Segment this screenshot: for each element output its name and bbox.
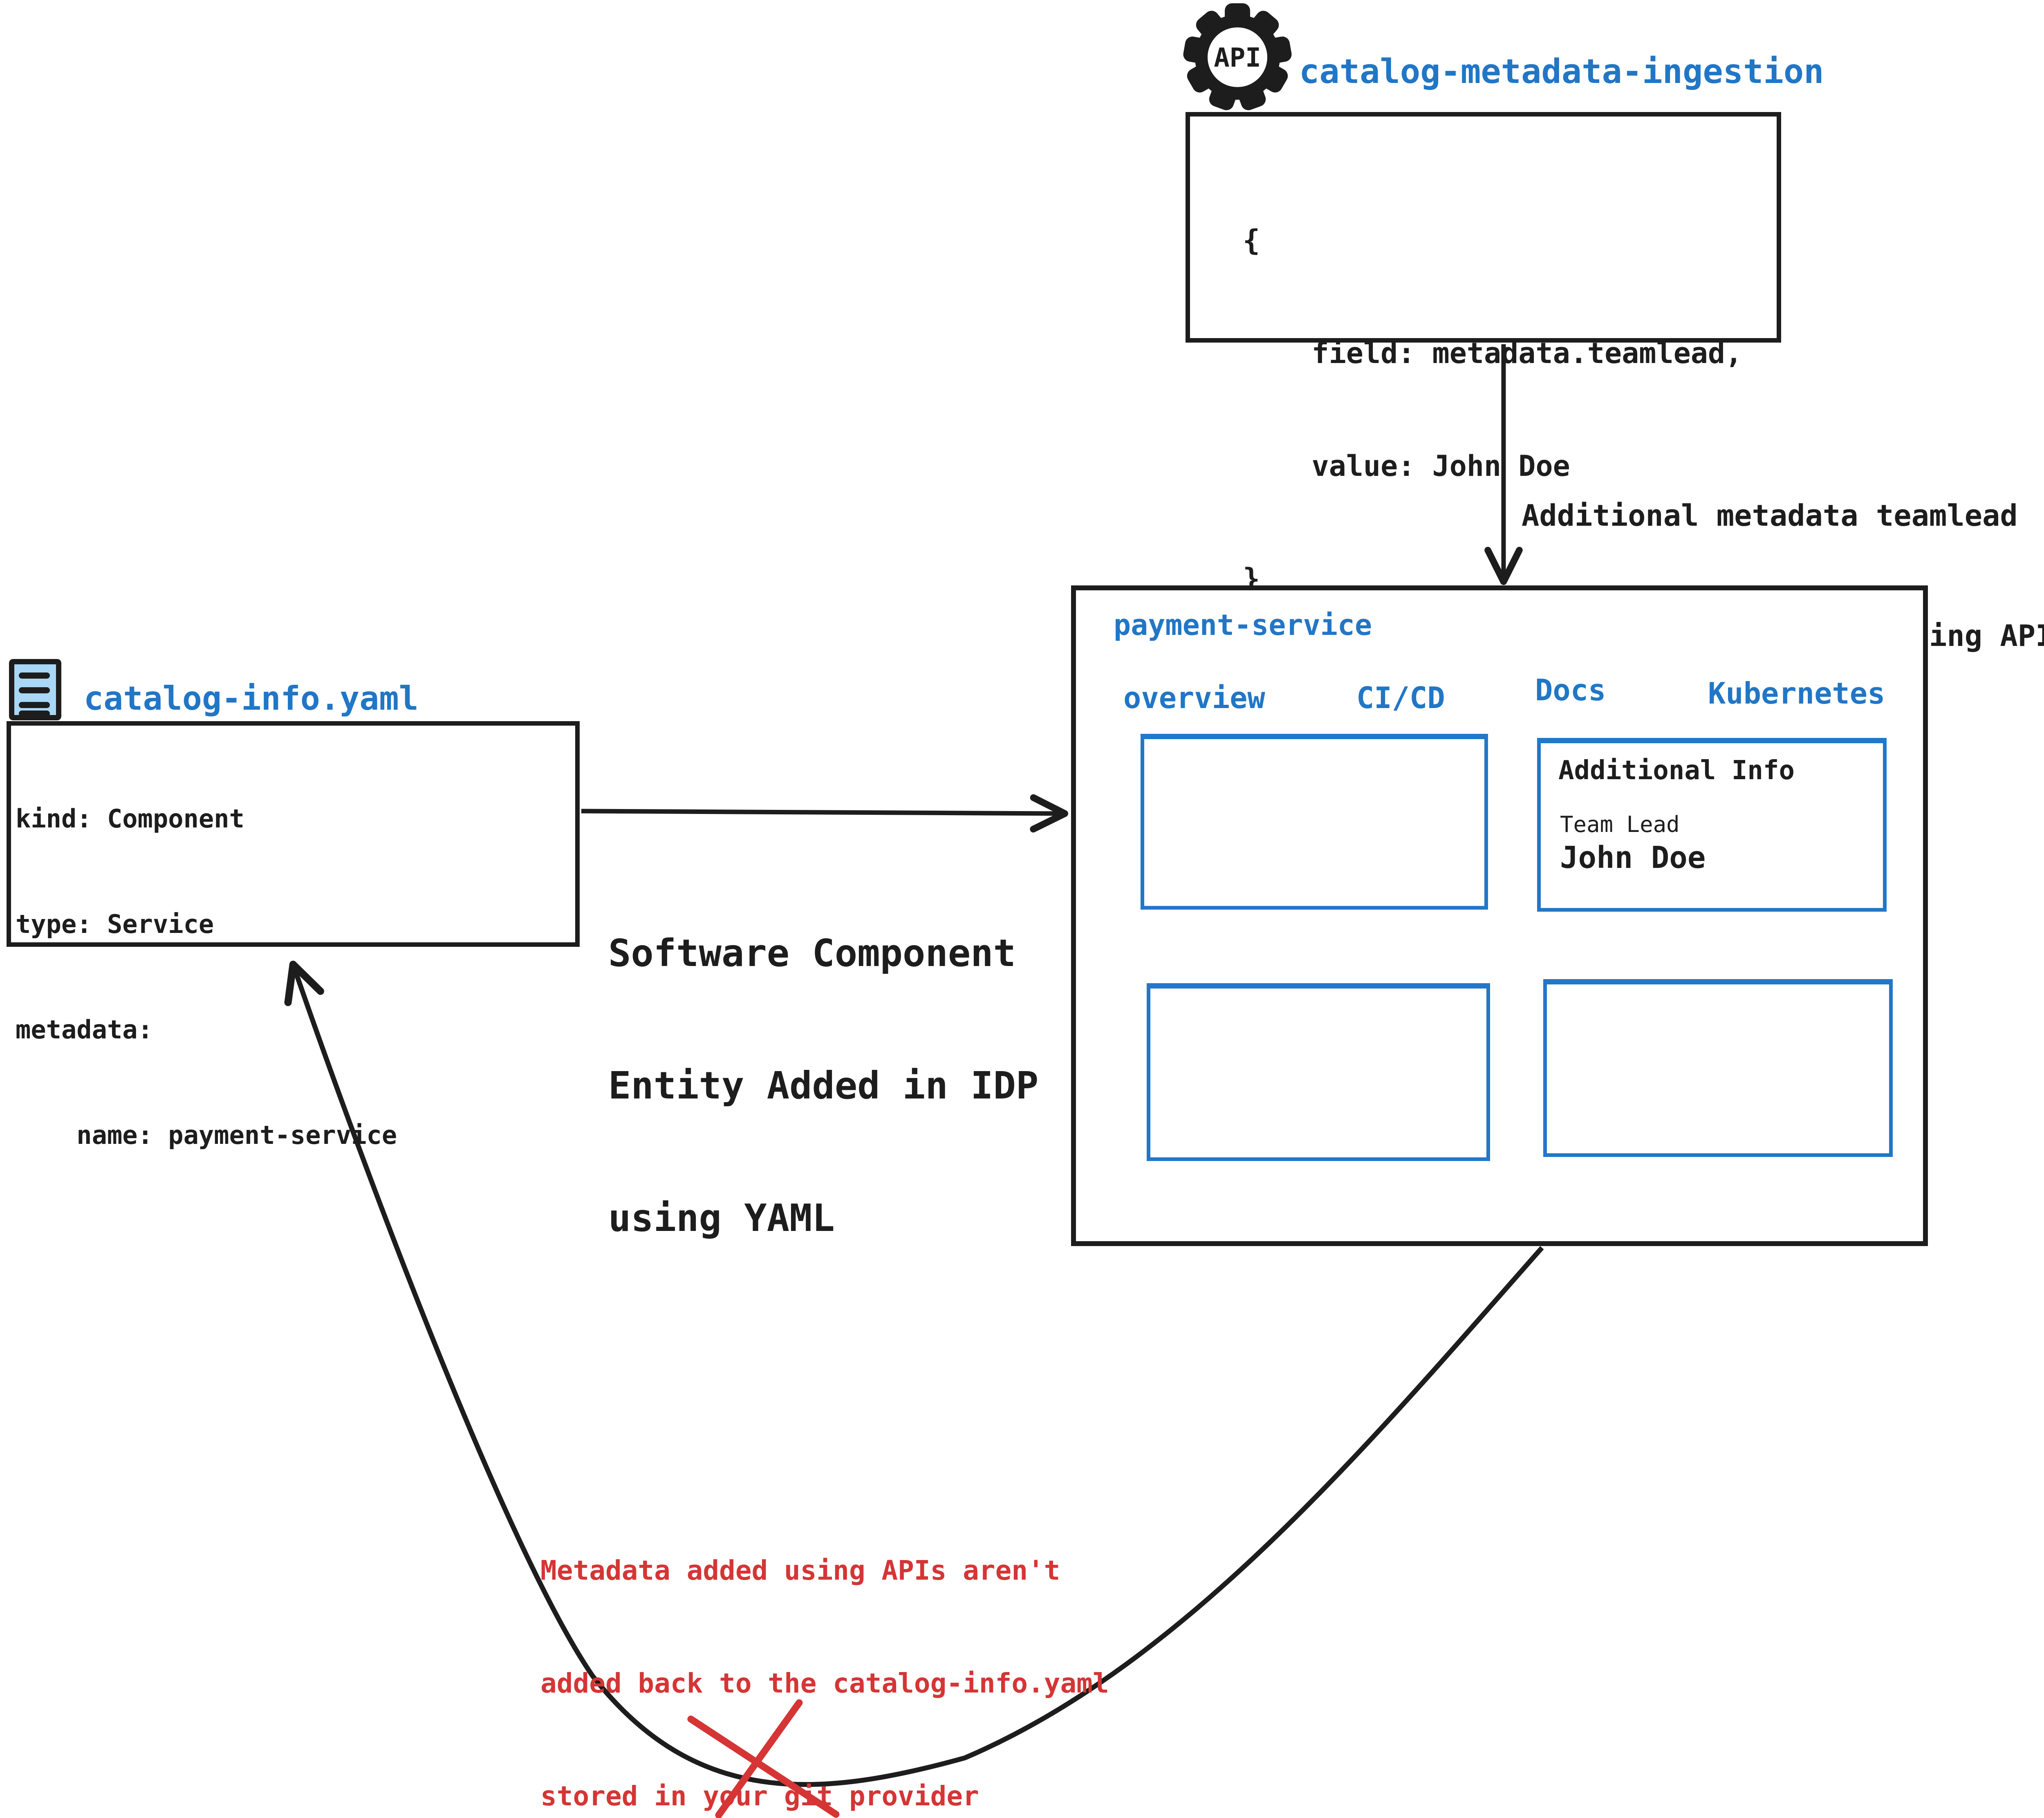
api-ingestion-code: { field: metadata.teamlead, value: John … bbox=[1243, 146, 1742, 673]
yaml-to-idp-arrow bbox=[581, 794, 1069, 833]
yaml-line: kind: Component bbox=[16, 804, 244, 834]
yaml-file-box bbox=[7, 721, 580, 947]
note-line: Software Component bbox=[608, 931, 1016, 975]
warning-line: added back to the catalog-info.yaml bbox=[540, 1668, 1109, 1699]
warning-line: Metadata added using APIs aren't bbox=[540, 1555, 1060, 1586]
file-icon-line bbox=[19, 673, 50, 679]
panel-bottom-left bbox=[1147, 983, 1490, 1161]
api-feedback-warning: Metadata added using APIs aren't added b… bbox=[540, 1477, 1109, 1818]
note-line: Additional metadata teamlead bbox=[1522, 498, 2018, 533]
panel-top-left bbox=[1141, 734, 1488, 910]
api-ingestion-title: catalog-metadata-ingestion bbox=[1299, 52, 1824, 91]
yaml-file-title: catalog-info.yaml bbox=[84, 679, 419, 717]
code-line: { bbox=[1243, 224, 1260, 257]
note-line: using YAML bbox=[608, 1196, 835, 1240]
panel-bottom-right bbox=[1543, 979, 1893, 1157]
note-line: Entity Added in IDP bbox=[608, 1064, 1039, 1107]
api-gear-icon-label: API bbox=[1214, 43, 1261, 73]
yaml-line: name: payment-service bbox=[16, 1120, 397, 1150]
file-icon-line bbox=[19, 687, 50, 693]
yaml-file-icon bbox=[9, 659, 61, 720]
team-lead-value: John Doe bbox=[1560, 840, 1706, 875]
tab-docs[interactable]: Docs bbox=[1535, 673, 1606, 707]
code-line: value: John Doe bbox=[1243, 449, 1570, 483]
yaml-file-content: kind: Component type: Service metadata: … bbox=[16, 731, 397, 1223]
team-lead-label: Team Lead bbox=[1560, 811, 1680, 837]
yaml-arrow-note: Software Component Entity Added in IDP u… bbox=[608, 843, 1038, 1329]
tab-cicd[interactable]: CI/CD bbox=[1356, 681, 1445, 715]
idp-portal-title: payment-service bbox=[1114, 608, 1372, 642]
yaml-line: metadata: bbox=[16, 1015, 153, 1045]
tab-kubernetes[interactable]: Kubernetes bbox=[1708, 676, 1885, 711]
tab-overview[interactable]: overview bbox=[1123, 681, 1265, 715]
code-line: field: metadata.teamlead, bbox=[1243, 336, 1743, 370]
panel-additional-info bbox=[1537, 738, 1887, 912]
yaml-line: type: Service bbox=[16, 909, 214, 939]
api-ingestion-code-box bbox=[1186, 112, 1781, 343]
additional-info-title: Additional Info bbox=[1558, 755, 1795, 786]
file-icon-line bbox=[19, 711, 50, 717]
warning-line: stored in your git provider bbox=[540, 1780, 979, 1812]
file-icon-line bbox=[19, 702, 50, 708]
